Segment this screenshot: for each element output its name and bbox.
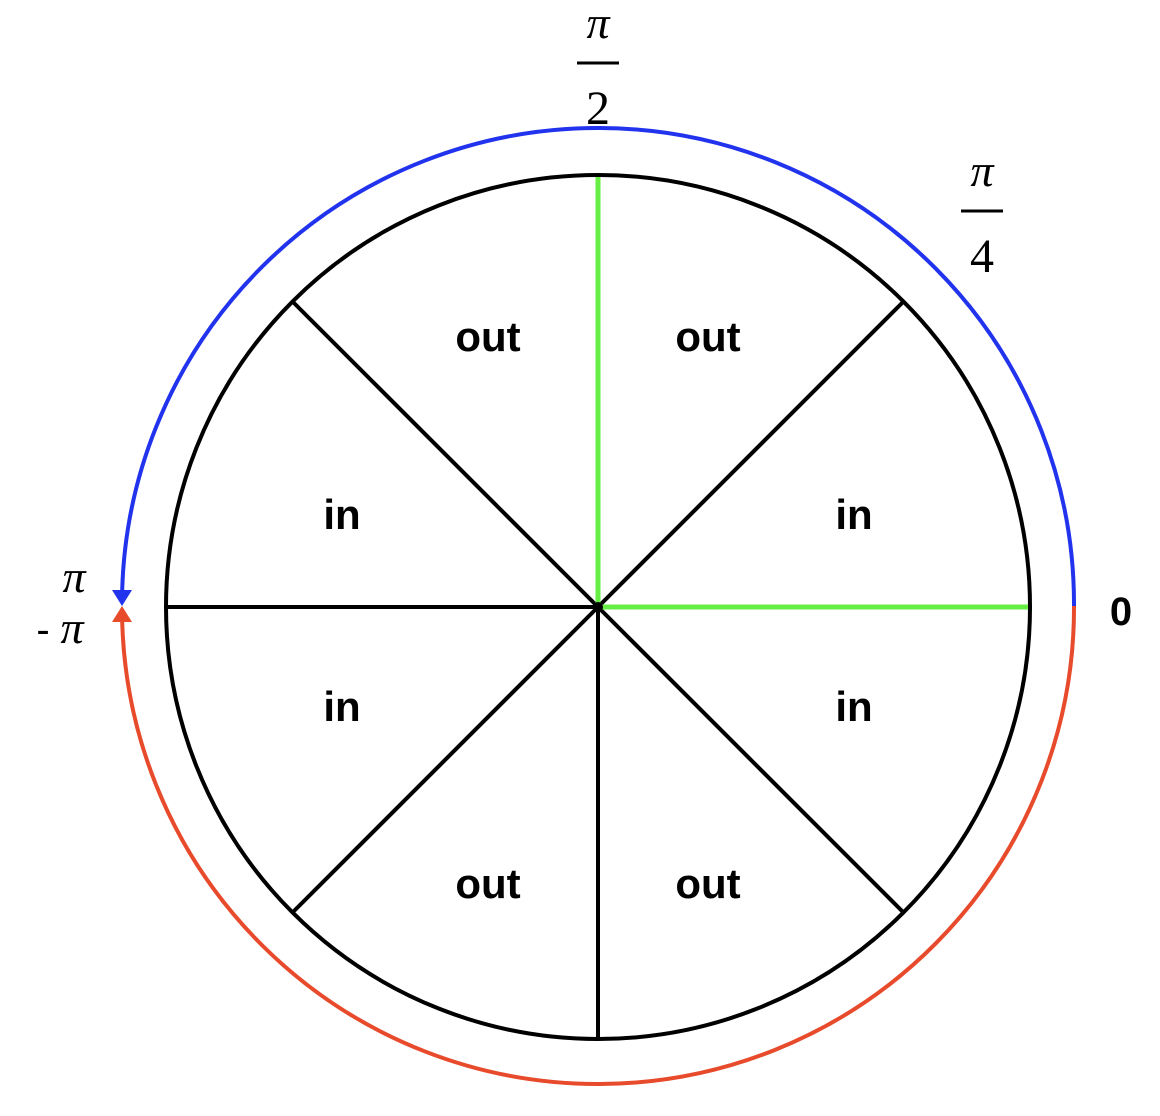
divider-diagonal-ne <box>596 300 905 609</box>
angle-label-pi-over-two: π 2 <box>577 0 619 135</box>
sector-label-out: out <box>675 860 740 907</box>
arrowhead-down-icon <box>112 590 132 606</box>
sector-label-in: in <box>835 683 872 730</box>
lower-direction-arc <box>120 605 1077 1086</box>
sector-label-out: out <box>675 313 740 360</box>
pi-over-two-denominator: 2 <box>586 82 610 135</box>
divider-diagonal-nw <box>291 300 600 609</box>
center-point <box>593 602 603 612</box>
sector-label-in: in <box>835 491 872 538</box>
angle-label-zero: 0 <box>1110 590 1132 634</box>
pi-over-four-numerator: π <box>970 145 995 196</box>
sector-label-out: out <box>455 313 520 360</box>
pi-over-four-denominator: 4 <box>970 230 994 283</box>
angle-label-pi: π <box>62 551 87 602</box>
divider-diagonal-sw <box>291 605 600 914</box>
upper-direction-arc <box>120 126 1077 607</box>
sector-label-in: in <box>323 683 360 730</box>
angle-label-neg-pi: - π <box>36 602 85 653</box>
divider-diagonal-se <box>596 605 905 914</box>
arrowhead-up-icon <box>112 606 132 622</box>
sector-label-in: in <box>323 491 360 538</box>
sector-label-out: out <box>455 860 520 907</box>
angle-label-pi-over-four: π 4 <box>961 145 1003 283</box>
pi-over-two-numerator: π <box>586 0 611 48</box>
neg-pi-symbol: π <box>60 602 85 653</box>
neg-pi-sign: - <box>36 608 49 652</box>
